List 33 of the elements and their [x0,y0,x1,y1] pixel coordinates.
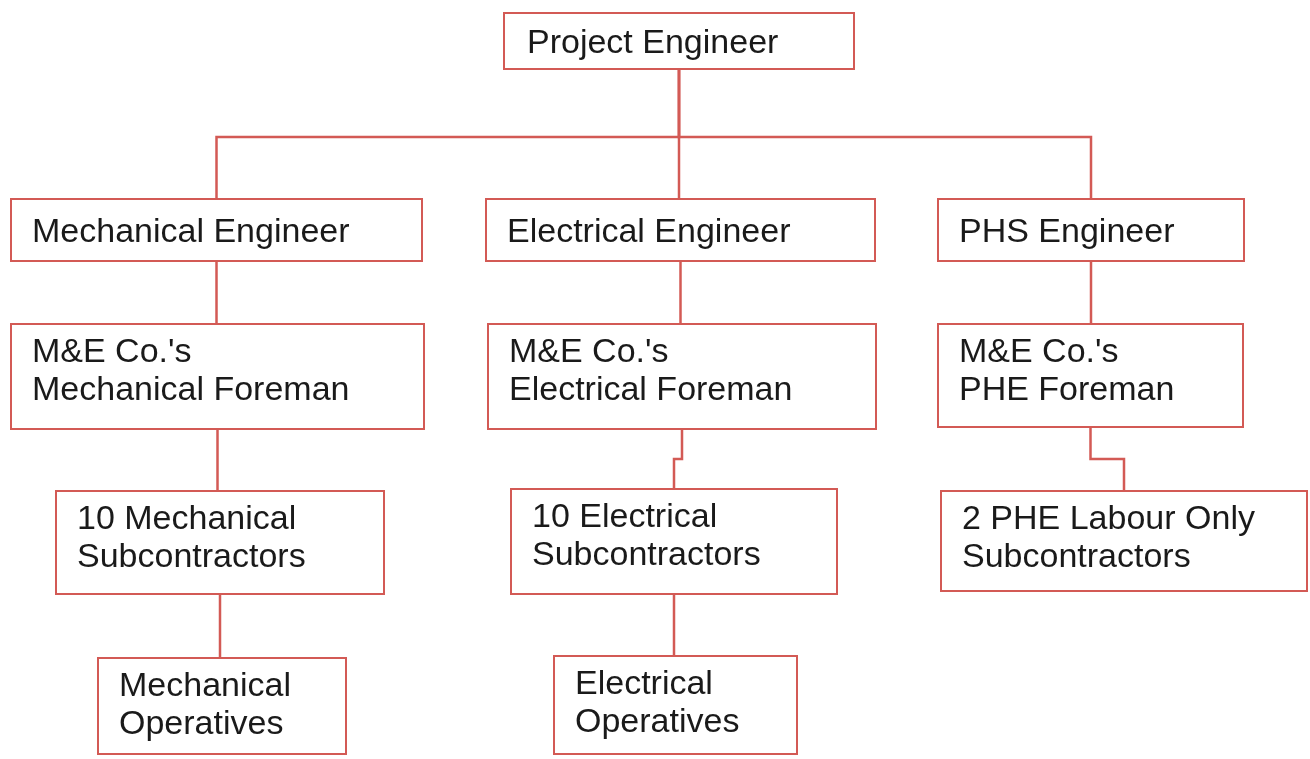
role-box [487,323,877,430]
connector-line [1089,262,1093,323]
role-box [503,12,855,70]
role-title: Electrical Operatives [575,663,741,739]
role-title: M&E Co.'s Electrical Foreman [509,331,794,407]
connector-line [677,70,1093,198]
role-title: 10 Mechanical Subcontractors [77,498,307,574]
connector-line [1089,428,1126,490]
role-box [485,198,876,262]
role-box [55,490,385,595]
role-title: Mechanical Operatives [119,665,292,741]
role-title: 2 PHE Labour Only Subcontractors [962,498,1256,574]
connector-line [672,430,684,488]
role-title: Mechanical Engineer [32,210,351,249]
role-box [940,490,1308,592]
role-title: M&E Co.'s Mechanical Foreman [32,331,351,407]
role-title: M&E Co.'s PHE Foreman [959,331,1176,407]
role-box [553,655,798,755]
connector-line [218,595,222,657]
role-box [10,198,423,262]
connector-line [216,430,219,490]
role-box [937,198,1245,262]
role-box [10,323,425,430]
role-box [97,657,347,755]
connector-line [215,262,218,323]
connector-line [679,262,682,323]
role-title: Electrical Engineer [507,210,792,249]
role-box [510,488,838,595]
role-box [937,323,1244,428]
connector-line [672,595,676,655]
role-title: 10 Electrical Subcontractors [532,496,762,572]
role-title: PHS Engineer [959,210,1176,249]
role-title: Project Engineer [527,21,780,60]
